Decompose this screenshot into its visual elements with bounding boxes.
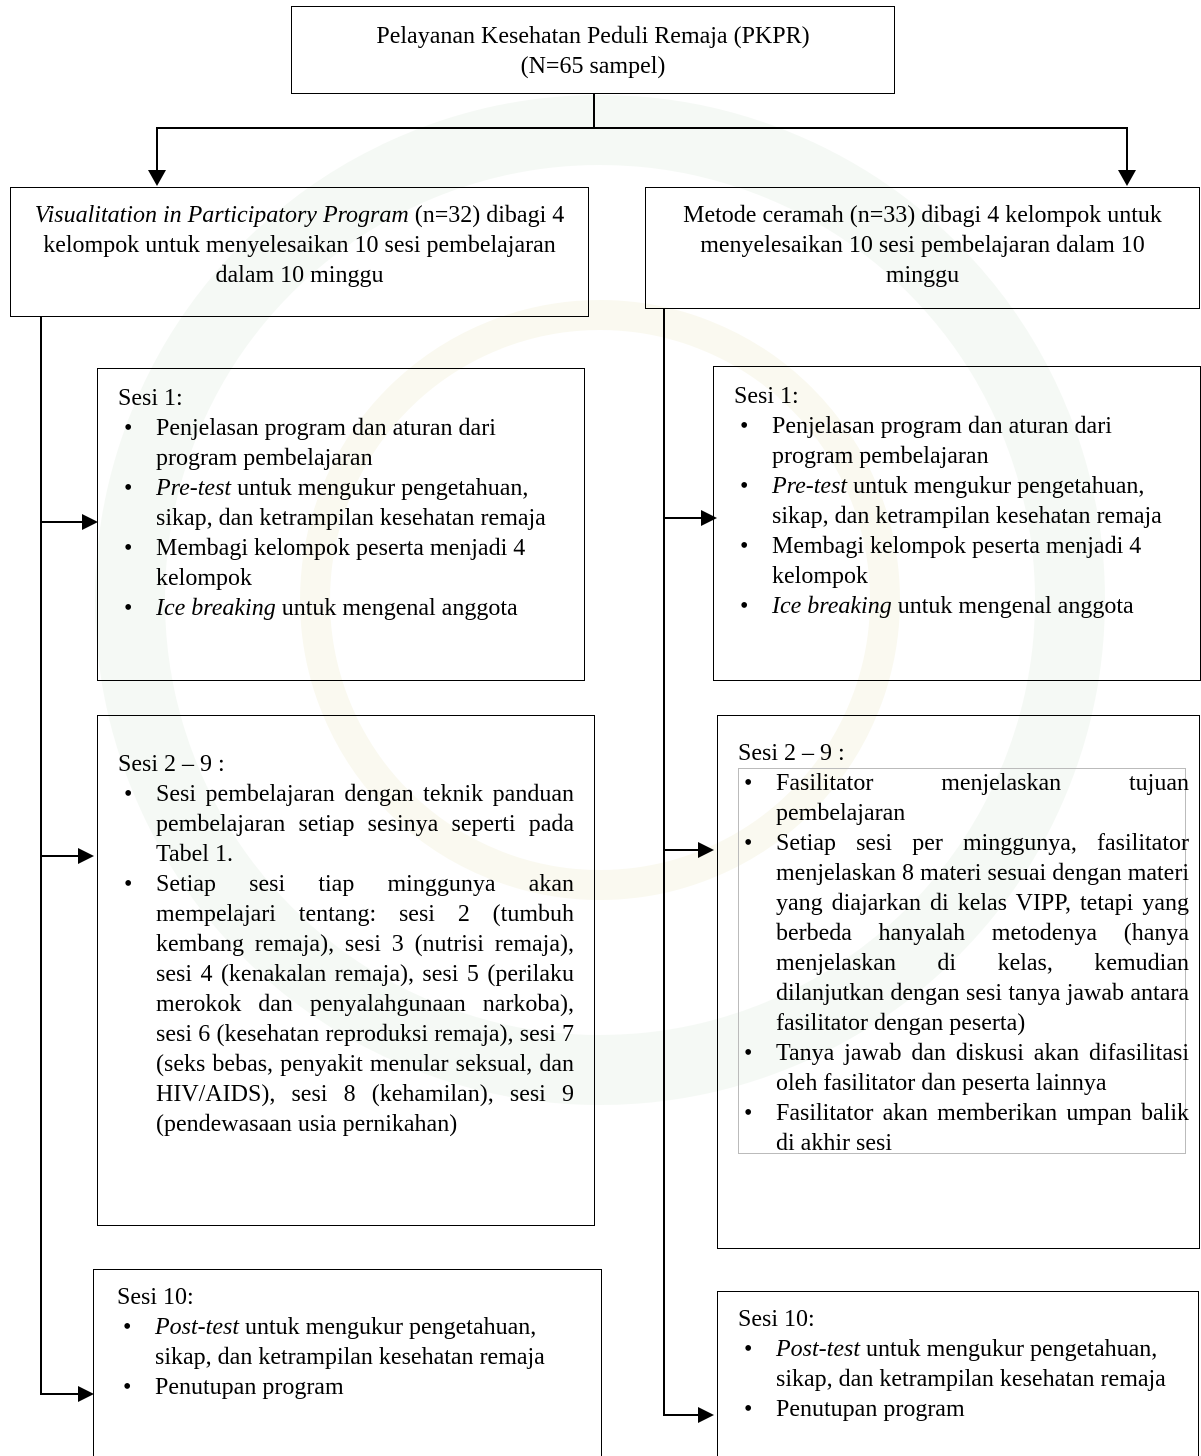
left-session2-9-list: Sesi pembelajaran dengan teknik panduan … bbox=[118, 779, 574, 1139]
left-session10-list: Post-test untuk mengukur pengetahuan, si… bbox=[117, 1312, 593, 1402]
connector-left-down bbox=[156, 127, 158, 172]
left-session2-9-heading: Sesi 2 – 9 : bbox=[118, 751, 225, 777]
arrow-right-s29 bbox=[698, 842, 714, 858]
arrow-left-s1 bbox=[82, 514, 98, 530]
right-session1-heading: Sesi 1: bbox=[734, 383, 799, 409]
right-spine bbox=[663, 309, 665, 1416]
left-group-title-rest: (n=32) dibagi 4 kelompok untuk menyelesa… bbox=[43, 202, 565, 288]
list-item-text: untuk mengukur pengetahuan, sikap, dan k… bbox=[772, 473, 1162, 529]
connector-right-down bbox=[1126, 127, 1128, 172]
top-title: Pelayanan Kesehatan Peduli Remaja (PKPR) bbox=[376, 23, 810, 49]
right-session10-heading: Sesi 10: bbox=[738, 1306, 815, 1332]
list-item-text: untuk mengukur pengetahuan, sikap, dan k… bbox=[155, 1314, 545, 1370]
list-item: Penutupan program bbox=[738, 1394, 1190, 1424]
left-branch-s1 bbox=[40, 521, 84, 523]
list-item: Setiap sesi per minggunya, fasilitator m… bbox=[738, 828, 1189, 1038]
right-session1-list: Penjelasan program dan aturan dari progr… bbox=[734, 411, 1194, 621]
left-group-title-italic: Visualitation in Participatory Program bbox=[34, 202, 409, 228]
left-branch-s29 bbox=[40, 855, 80, 857]
posttest-term: Post-test bbox=[776, 1336, 860, 1362]
list-item: Sesi pembelajaran dengan teknik panduan … bbox=[118, 779, 574, 869]
right-group-title: Metode ceramah (n=33) dibagi 4 kelompok … bbox=[683, 202, 1162, 288]
left-session10-heading: Sesi 10: bbox=[117, 1284, 194, 1310]
right-group-box: Metode ceramah (n=33) dibagi 4 kelompok … bbox=[645, 187, 1200, 309]
pretest-term: Pre-test bbox=[156, 475, 232, 501]
right-session10-box: Sesi 10: Post-test untuk mengukur penget… bbox=[717, 1291, 1199, 1456]
list-item: Tanya jawab dan diskusi akan difasilitas… bbox=[738, 1038, 1189, 1098]
top-box: Pelayanan Kesehatan Peduli Remaja (PKPR)… bbox=[291, 6, 895, 94]
right-session10-list: Post-test untuk mengukur pengetahuan, si… bbox=[738, 1334, 1190, 1424]
list-item: Membagi kelompok peserta menjadi 4 kelom… bbox=[734, 531, 1194, 591]
right-session1-box: Sesi 1: Penjelasan program dan aturan da… bbox=[713, 366, 1201, 681]
arrow-to-left-group bbox=[148, 170, 166, 186]
left-session1-list: Penjelasan program dan aturan dari progr… bbox=[118, 413, 576, 623]
list-item: Post-test untuk mengukur pengetahuan, si… bbox=[738, 1334, 1190, 1394]
left-session1-box: Sesi 1: Penjelasan program dan aturan da… bbox=[97, 368, 585, 681]
ice-breaking-term: Ice breaking bbox=[156, 595, 276, 621]
top-sample-count: (N=65 sampel) bbox=[520, 53, 666, 79]
list-item-text: untuk mengukur pengetahuan, sikap, dan k… bbox=[776, 1336, 1166, 1392]
list-item: Penjelasan program dan aturan dari progr… bbox=[118, 413, 576, 473]
list-item: Fasilitator menjelaskan tujuan pembelaja… bbox=[738, 768, 1189, 828]
connector-horizontal-split bbox=[156, 127, 1128, 129]
right-branch-s10 bbox=[663, 1414, 700, 1416]
posttest-term: Post-test bbox=[155, 1314, 239, 1340]
list-item: Post-test untuk mengukur pengetahuan, si… bbox=[117, 1312, 593, 1372]
ice-breaking-term: Ice breaking bbox=[772, 593, 892, 619]
list-item-text: untuk mengenal anggota bbox=[275, 595, 518, 621]
right-session2-9-heading: Sesi 2 – 9 : bbox=[738, 740, 845, 766]
left-session10-box: Sesi 10: Post-test untuk mengukur penget… bbox=[93, 1269, 602, 1456]
left-branch-s10 bbox=[40, 1393, 80, 1395]
list-item: Pre-test untuk mengukur pengetahuan, sik… bbox=[118, 473, 576, 533]
arrow-left-s10 bbox=[78, 1386, 94, 1402]
left-group-box: Visualitation in Participatory Program (… bbox=[10, 187, 589, 317]
list-item: Ice breaking untuk mengenal anggota bbox=[734, 591, 1194, 621]
list-item: Penjelasan program dan aturan dari progr… bbox=[734, 411, 1194, 471]
arrow-left-s29 bbox=[78, 848, 94, 864]
left-session1-heading: Sesi 1: bbox=[118, 385, 183, 411]
pretest-term: Pre-test bbox=[772, 473, 848, 499]
arrow-right-s10 bbox=[698, 1407, 714, 1423]
left-session2-9-box: Sesi 2 – 9 : Sesi pembelajaran dengan te… bbox=[97, 715, 595, 1226]
list-item: Membagi kelompok peserta menjadi 4 kelom… bbox=[118, 533, 576, 593]
right-session2-9-box: Sesi 2 – 9 : Fasilitator menjelaskan tuj… bbox=[717, 715, 1200, 1249]
list-item: Pre-test untuk mengukur pengetahuan, sik… bbox=[734, 471, 1194, 531]
list-item: Ice breaking untuk mengenal anggota bbox=[118, 593, 576, 623]
left-group-title: Visualitation in Participatory Program (… bbox=[29, 200, 570, 290]
list-item: Fasilitator akan memberikan umpan balik … bbox=[738, 1098, 1189, 1158]
list-item-text: untuk mengukur pengetahuan, sikap, dan k… bbox=[156, 475, 546, 531]
list-item: Penutupan program bbox=[117, 1372, 593, 1402]
right-branch-s29 bbox=[663, 849, 700, 851]
list-item: Setiap sesi tiap minggunya akan mempelaj… bbox=[118, 869, 574, 1139]
list-item-text: untuk mengenal anggota bbox=[891, 593, 1134, 619]
connector-top-down bbox=[593, 94, 595, 129]
right-session2-9-list: Fasilitator menjelaskan tujuan pembelaja… bbox=[738, 768, 1189, 1158]
right-branch-s1 bbox=[663, 517, 703, 519]
arrow-to-right-group bbox=[1118, 170, 1136, 186]
